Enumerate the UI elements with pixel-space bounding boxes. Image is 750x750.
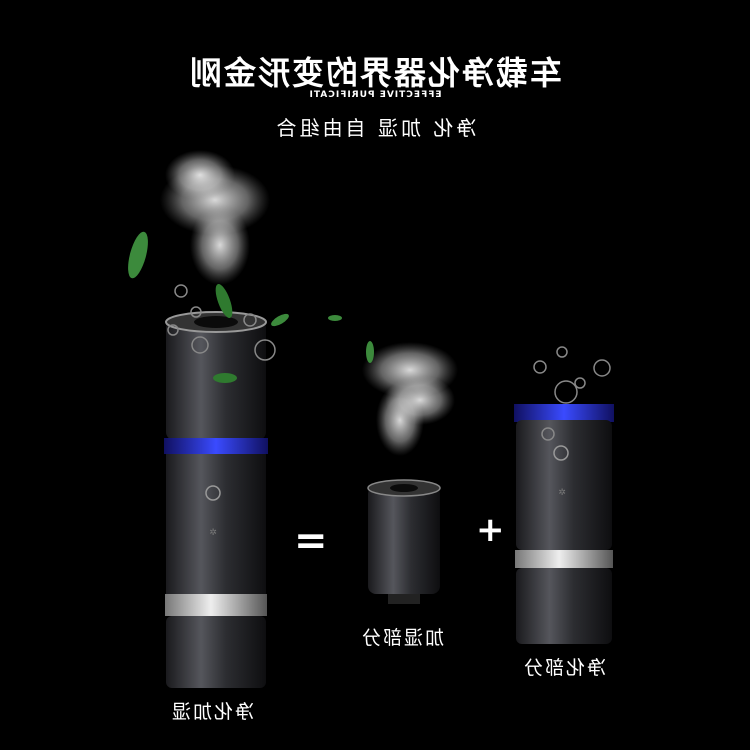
power-button-icon: [205, 485, 221, 501]
full-unit-device: ✲: [128, 150, 342, 688]
humidifier-part-device: [362, 341, 458, 604]
label-full-unit: 净化加湿: [170, 701, 255, 723]
plus-sign: +: [476, 510, 505, 550]
equals-sign: =: [294, 518, 328, 564]
svg-text:✲: ✲: [209, 528, 217, 538]
leaf-icon: [128, 231, 148, 279]
purifier-part-device: ✲: [514, 346, 614, 644]
svg-text:✲: ✲: [558, 488, 566, 498]
label-humidifier-part: 加湿部分: [360, 627, 445, 649]
label-purifier-part: 净化部分: [522, 657, 607, 679]
